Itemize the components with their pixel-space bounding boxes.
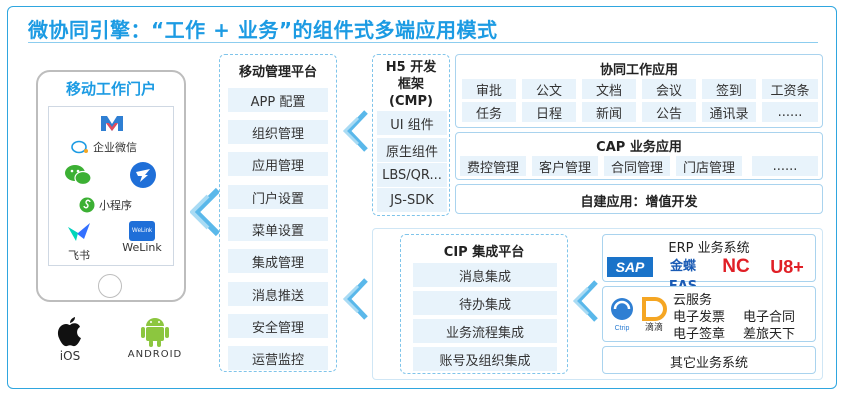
cip-item-account[interactable]: 账号及组织集成: [413, 347, 557, 371]
mgmt-title: 移动管理平台: [238, 65, 317, 80]
cap-item[interactable]: 合同管理: [604, 156, 670, 176]
android-label: ANDROID: [127, 349, 183, 360]
collab-item[interactable]: 公文: [522, 79, 576, 99]
mgmt-item-app-config[interactable]: APP 配置: [228, 88, 328, 112]
mgmt-item-integration[interactable]: 集成管理: [228, 249, 328, 273]
collab-item[interactable]: 审批: [462, 79, 516, 99]
cap-item[interactable]: 费控管理: [460, 156, 526, 176]
ctrip-logo-icon: Ctrip: [611, 298, 633, 332]
apple-icon: [57, 317, 81, 347]
collab-item[interactable]: 公告: [642, 102, 696, 122]
mgmt-item-push[interactable]: 消息推送: [228, 282, 328, 306]
cap-apps-panel: CAP 业务应用 费控管理 客户管理 合同管理 门店管理 ......: [455, 132, 823, 180]
collab-item[interactable]: ......: [762, 102, 818, 122]
phone-screen: 企业微信 小程序 飞书: [48, 106, 174, 266]
arrow-to-portal-icon: [190, 187, 220, 237]
phone-home-button: [98, 274, 122, 298]
app-label-welink: WeLink: [122, 241, 162, 254]
arrow-to-cip-icon: [572, 280, 598, 322]
app-miniprogram[interactable]: 小程序: [79, 197, 132, 213]
h5-item-native[interactable]: 原生组件: [377, 138, 447, 162]
h5-title-line-3: (CMP): [389, 94, 433, 109]
cap-item[interactable]: 门店管理: [676, 156, 742, 176]
dingtalk-icon[interactable]: [129, 161, 157, 189]
erp-panel: ERP 业务系统 SAP 金蝶EAS NC U8+: [602, 234, 816, 294]
app-label-wecom: 企业微信: [93, 141, 137, 154]
arrow-to-mgmt-top-icon: [342, 110, 368, 152]
cloud-service[interactable]: 差旅天下: [743, 327, 796, 342]
kingdee-logo: 金蝶EAS: [669, 259, 697, 294]
yonyou-nc-logo: NC: [722, 256, 750, 277]
mgmt-item-org[interactable]: 组织管理: [228, 120, 328, 144]
wecom-icon: [71, 140, 88, 154]
h5-framework-box: H5 开发 框架 (CMP) UI 组件 原生组件 LBS/QR... JS-S…: [372, 54, 450, 216]
collab-item[interactable]: 工资条: [762, 79, 818, 99]
collab-item[interactable]: 新闻: [582, 102, 636, 122]
other-title: 其它业务系统: [669, 356, 748, 371]
app-welink[interactable]: WeLink WeLink: [115, 221, 169, 254]
m-logo-icon: [101, 116, 123, 131]
ios-label: iOS: [59, 349, 81, 363]
yonyou-u8-logo: U8+: [770, 257, 804, 277]
cloud-service[interactable]: 电子签章: [673, 327, 726, 342]
collab-title: 协同工作应用: [599, 63, 678, 78]
cip-item-message[interactable]: 消息集成: [413, 263, 557, 287]
title-divider: [28, 42, 818, 43]
mgmt-item-monitor[interactable]: 运营监控: [228, 346, 328, 370]
h5-item-lbs[interactable]: LBS/QR...: [377, 163, 447, 187]
collab-item[interactable]: 文档: [582, 79, 636, 99]
h5-title-line-1: H5 开发: [385, 60, 437, 75]
feishu-icon: [68, 223, 90, 241]
app-label-miniprogram: 小程序: [99, 199, 132, 212]
mgmt-item-apps[interactable]: 应用管理: [228, 152, 328, 176]
app-feishu[interactable]: 飞书: [59, 221, 99, 263]
collab-item[interactable]: 签到: [702, 79, 756, 99]
ctrip-logo-text: Ctrip: [615, 325, 630, 332]
cap-item[interactable]: ......: [752, 156, 818, 176]
collab-apps-panel: 协同工作应用 审批 公文 文档 会议 签到 工资条 任务 日程 新闻 公告 通讯…: [455, 54, 823, 128]
mgmt-item-portal[interactable]: 门户设置: [228, 185, 328, 209]
h5-item-jssdk[interactable]: JS-SDK: [377, 188, 447, 212]
cip-item-todo[interactable]: 待办集成: [413, 291, 557, 315]
mgmt-item-menu[interactable]: 菜单设置: [228, 217, 328, 241]
android-icon: [141, 318, 169, 347]
cloud-service[interactable]: 电子合同: [743, 310, 796, 325]
diagram-title: 微协同引擎：“工作 + 业务”的组件式多端应用模式: [28, 18, 498, 42]
arrow-to-mgmt-bottom-icon: [342, 278, 368, 320]
erp-title: ERP 业务系统: [668, 241, 750, 256]
miniprogram-icon: [79, 197, 95, 213]
other-systems-panel: 其它业务系统: [602, 346, 816, 374]
collab-item[interactable]: 通讯录: [702, 102, 756, 122]
cloud-panel: Ctrip 滴滴 云服务 电子发票 电子合同 电子签章 差旅天下: [602, 286, 816, 342]
mobile-portal-phone: 移动工作门户 企业微信: [36, 70, 186, 302]
h5-title-line-2: 框架: [397, 77, 424, 92]
cap-item[interactable]: 客户管理: [532, 156, 598, 176]
cap-title: CAP 业务应用: [596, 140, 682, 155]
wechat-icon[interactable]: [63, 163, 93, 187]
collab-item[interactable]: 任务: [462, 102, 516, 122]
h5-item-ui[interactable]: UI 组件: [377, 111, 447, 135]
os-ios: iOS: [48, 316, 92, 363]
cip-title: CIP 集成平台: [443, 245, 525, 260]
collab-item[interactable]: 会议: [642, 79, 696, 99]
selfbuilt-apps-panel: 自建应用：增值开发: [455, 184, 823, 214]
cip-item-workflow[interactable]: 业务流程集成: [413, 319, 557, 343]
selfbuilt-title: 自建应用：增值开发: [580, 195, 698, 210]
os-android: ANDROID: [118, 314, 192, 360]
cloud-title: 云服务: [673, 293, 713, 308]
cloud-service[interactable]: 电子发票: [673, 310, 726, 325]
didi-logo-text: 滴滴: [645, 321, 663, 333]
welink-icon: WeLink: [129, 221, 155, 241]
sap-logo: SAP: [607, 257, 653, 277]
app-wecom[interactable]: 企业微信: [71, 139, 137, 155]
cip-platform-box: CIP 集成平台 消息集成 待办集成 业务流程集成 账号及组织集成: [400, 234, 568, 374]
app-label-feishu: 飞书: [68, 249, 90, 262]
didi-logo-icon: 滴滴: [642, 297, 667, 333]
h5-title: H5 开发 框架 (CMP): [373, 59, 449, 110]
mgmt-platform-box: 移动管理平台 APP 配置 组织管理 应用管理 门户设置 菜单设置 集成管理 消…: [219, 54, 337, 372]
portal-title: 移动工作门户: [65, 80, 156, 98]
mgmt-item-security[interactable]: 安全管理: [228, 314, 328, 338]
collab-item[interactable]: 日程: [522, 102, 576, 122]
